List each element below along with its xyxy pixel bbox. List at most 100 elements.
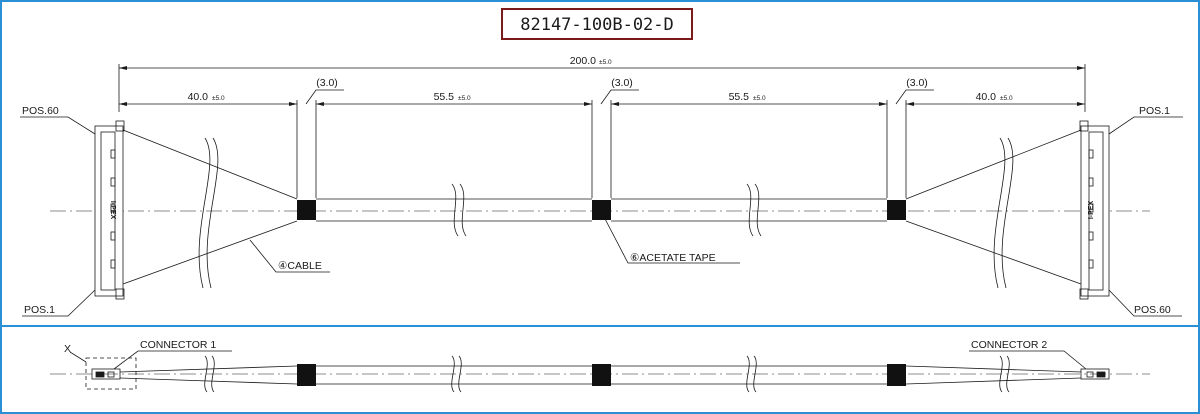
connector-marking-left: I-PEX (109, 201, 116, 220)
break-mark (459, 183, 467, 237)
connector-body (94, 125, 124, 297)
side-cable (905, 365, 1082, 373)
tape-width-3: (3.0) (906, 77, 928, 89)
arrowhead (289, 102, 297, 106)
break-mark (754, 183, 762, 237)
connector-pin (110, 259, 116, 269)
side-break-mark (211, 355, 215, 393)
connector-pin (1088, 231, 1094, 241)
cable-outline (905, 220, 1082, 285)
overall-dim-tol: ±5.0 (599, 59, 612, 66)
arrowhead (584, 102, 592, 106)
connector-left (94, 120, 125, 300)
segment-3-tol: ±5.0 (753, 95, 766, 102)
pos60-right-label: POS.60 (1134, 304, 1171, 316)
side-cable (905, 377, 1082, 385)
side-connector-2-detail (1096, 371, 1106, 378)
side-connector-1-detail (107, 371, 115, 378)
tape-label-leader (602, 214, 740, 264)
cable-outline (905, 129, 1082, 200)
connector-pin (110, 203, 116, 213)
pos60-left-leader (20, 116, 96, 135)
segment-1-tol: ±5.0 (212, 95, 225, 102)
tape-leader (305, 89, 344, 105)
segment-4-value: 40.0 (976, 91, 997, 103)
acetate-tapes-side (297, 364, 906, 386)
side-acetate-tape (297, 364, 316, 386)
cable-leader (249, 239, 330, 273)
segment-4-tol: ±5.0 (1000, 95, 1013, 102)
side-connector-2-detail (1086, 371, 1094, 378)
connector2-label: CONNECTOR 2 (971, 339, 1047, 351)
pos1-right-label: POS.1 (1139, 105, 1170, 117)
detail-x-box (85, 357, 137, 390)
arrowhead (906, 102, 914, 106)
connector-pin (110, 149, 116, 159)
break-mark (206, 137, 219, 289)
side-connector-1-detail (95, 371, 105, 378)
connector1-label: CONNECTOR 1 (140, 339, 216, 351)
break-mark (198, 137, 211, 289)
acetate-tapes-top (297, 200, 906, 220)
side-break-mark (204, 355, 208, 393)
break-mark (451, 183, 459, 237)
arrowhead (611, 102, 619, 106)
side-acetate-tape (592, 364, 611, 386)
side-break-mark (746, 355, 750, 393)
connector-latch (115, 120, 125, 132)
arrowhead (119, 102, 127, 106)
dimension-texts: 200.0 ±5.0 40.0 ±5.0 55.5 ±5.0 55.5 ±5.0… (188, 55, 1013, 103)
arrowhead (1077, 66, 1085, 70)
break-mark (993, 137, 1006, 289)
acetate-tape (592, 200, 611, 220)
connector-pin (1088, 177, 1094, 187)
acetate-tape (297, 200, 316, 220)
detail-x-label: X (64, 343, 71, 355)
connector-pin (1088, 149, 1094, 159)
acetate-tape (887, 200, 906, 220)
side-cable (119, 377, 298, 385)
connector-pin (1088, 203, 1094, 213)
pos60-left-label: POS.60 (22, 105, 59, 117)
connector-latch (1079, 120, 1089, 132)
side-connector-2 (1080, 368, 1110, 380)
tape-leader (895, 89, 934, 105)
segment-2-value: 55.5 (434, 91, 455, 103)
side-break-mark (458, 355, 462, 393)
side-acetate-tape (887, 364, 906, 386)
connector-marking-right: I-PEX (1088, 201, 1095, 220)
arrowhead (316, 102, 324, 106)
break-mark (746, 183, 754, 237)
cable-outline (122, 220, 298, 285)
overall-dim-value: 200.0 (570, 55, 596, 67)
segment-2-tol: ±5.0 (458, 95, 471, 102)
acetate-tape-label: ⑥ACETATE TAPE (630, 252, 716, 264)
callout-labels: POS.60 POS.1 POS.1 POS.60 ④CABLE ⑥ACETAT… (22, 105, 1171, 355)
connector-latch (115, 288, 125, 300)
pos1-right-leader (1108, 116, 1183, 135)
tape-leader (600, 89, 639, 105)
connector-body (1080, 125, 1110, 297)
arrowhead (879, 102, 887, 106)
connector-right (1079, 120, 1110, 300)
pos1-left-label: POS.1 (24, 304, 55, 316)
connector1-leader (113, 350, 232, 370)
side-break-mark (451, 355, 455, 393)
arrowhead (1077, 102, 1085, 106)
break-mark (1001, 137, 1014, 289)
part-number: 82147-100B-02-D (520, 15, 674, 35)
title-box (501, 8, 693, 40)
side-break-mark (1006, 355, 1010, 393)
pos60-right-leader (1108, 289, 1182, 317)
top-view (20, 64, 1183, 317)
connector-latch (1079, 288, 1089, 300)
side-connector-1 (91, 368, 121, 380)
tape-width-2: (3.0) (611, 77, 633, 89)
connector-pin (1088, 259, 1094, 269)
connector-pin (110, 177, 116, 187)
side-break-mark (999, 355, 1003, 393)
segment-3-value: 55.5 (729, 91, 750, 103)
connector2-leader (969, 350, 1087, 370)
tape-width-1: (3.0) (316, 77, 338, 89)
